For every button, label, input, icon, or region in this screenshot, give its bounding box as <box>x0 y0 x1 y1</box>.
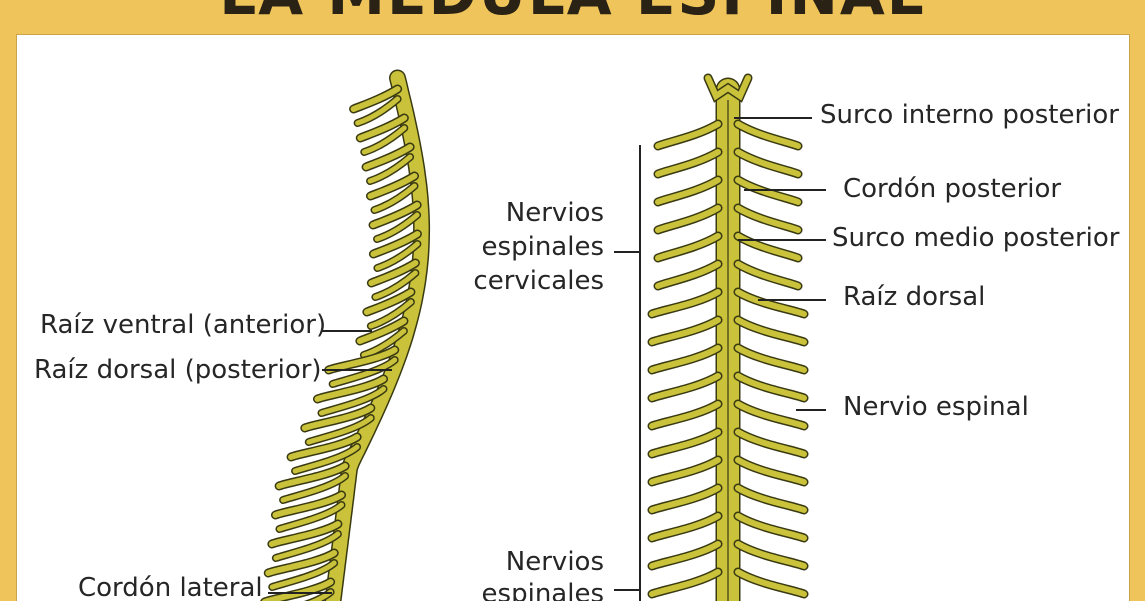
lateral-root-ventral-9 <box>328 356 399 388</box>
cord-top-cut <box>703 73 753 103</box>
left-nerve-10 <box>647 399 723 431</box>
left-nerve-5 <box>653 259 723 291</box>
right-nerve-0 <box>733 119 803 151</box>
right-nerve-7 <box>733 315 809 347</box>
right-nerve-8 <box>733 343 809 375</box>
left-nerve-12 <box>647 455 723 487</box>
lateral-root-ventral-4 <box>373 211 422 243</box>
right-nerve-11 <box>733 427 809 459</box>
label-cordon-posterior: Cordón posterior <box>843 174 1062 204</box>
left-nerve-6 <box>647 287 723 319</box>
title-banner: LA MÉDULA ESPINAL <box>0 0 1145 34</box>
label-cervicales: cervicales <box>473 266 604 296</box>
lateral-root-ventral-0 <box>353 95 402 127</box>
label-cordon-lateral: Cordón lateral <box>78 573 263 601</box>
lateral-root-ventral-11 <box>304 414 375 446</box>
right-nerve-13 <box>733 483 809 515</box>
right-nerve-12 <box>733 455 809 487</box>
lateral-root-ventral-3 <box>370 182 419 214</box>
lateral-root-dorsal-16 <box>263 548 339 578</box>
lateral-root-dorsal-8 <box>355 316 409 346</box>
label-surco-medio-posterior: Surco medio posterior <box>832 223 1120 253</box>
lateral-root-dorsal-10 <box>312 374 388 404</box>
lateral-root-ventral-13 <box>279 472 350 504</box>
left-nerve-3 <box>653 203 723 235</box>
lateral-root-ventral-1 <box>360 124 409 156</box>
label-nervio-espinal: Nervio espinal <box>843 392 1029 422</box>
lateral-root-dorsal-9 <box>324 345 400 375</box>
lateral-root-dorsal-11 <box>300 403 376 433</box>
lateral-cord-body <box>324 69 431 601</box>
label-surco-interno-posterior: Surco interno posterior <box>820 100 1119 130</box>
label-nervios-1: Nervios <box>505 198 604 228</box>
left-nerve-0 <box>653 119 723 151</box>
left-nerve-1 <box>653 147 723 179</box>
label-espinales-2: espinales <box>481 579 604 601</box>
left-nerve-4 <box>653 231 723 263</box>
lateral-root-ventral-8 <box>359 327 408 359</box>
right-nerve-6 <box>733 287 809 319</box>
lateral-root-dorsal-6 <box>366 258 420 288</box>
label-raiz-ventral: Raíz ventral (anterior) <box>40 310 327 340</box>
label-espinales-1: espinales <box>481 232 604 262</box>
lateral-root-dorsal-0 <box>349 84 403 114</box>
diagram-panel <box>16 34 1130 601</box>
lateral-root-ventral-2 <box>366 153 415 185</box>
right-nerve-16 <box>733 567 809 599</box>
lateral-root-ventral-14 <box>275 501 346 533</box>
right-nerve-10 <box>733 399 809 431</box>
label-raiz-dorsal-posterior: Raíz dorsal (posterior) <box>34 355 322 385</box>
right-nerve-15 <box>733 539 809 571</box>
lateral-root-dorsal-7 <box>362 287 416 317</box>
left-border <box>0 0 16 601</box>
lateral-root-ventral-16 <box>268 559 339 591</box>
lateral-root-ventral-10 <box>317 385 388 417</box>
right-nerve-2 <box>733 175 803 207</box>
lateral-root-dorsal-12 <box>286 432 362 462</box>
left-nerve-11 <box>647 427 723 459</box>
lateral-root-dorsal-2 <box>361 142 415 172</box>
right-nerve-9 <box>733 371 809 403</box>
lateral-root-dorsal-4 <box>368 200 422 230</box>
lateral-root-ventral-17 <box>303 588 335 601</box>
label-raiz-dorsal: Raíz dorsal <box>843 282 986 312</box>
left-nerve-14 <box>647 511 723 543</box>
right-nerve-14 <box>733 511 809 543</box>
lateral-root-dorsal-5 <box>368 229 422 259</box>
left-nerve-7 <box>647 315 723 347</box>
left-nerve-2 <box>653 175 723 207</box>
label-nervios-2: Nervios <box>505 547 604 577</box>
right-nerve-1 <box>733 147 803 179</box>
right-border <box>1128 0 1145 601</box>
lateral-root-ventral-12 <box>291 443 362 475</box>
lateral-root-ventral-5 <box>373 240 422 272</box>
right-nerve-5 <box>733 259 803 291</box>
right-nerve-3 <box>733 203 803 235</box>
lateral-root-dorsal-15 <box>267 519 343 549</box>
lateral-root-dorsal-14 <box>270 490 346 520</box>
left-nerve-9 <box>647 371 723 403</box>
left-nerve-13 <box>647 483 723 515</box>
lateral-root-dorsal-1 <box>355 113 409 143</box>
lateral-root-dorsal-13 <box>274 461 350 491</box>
lateral-root-ventral-6 <box>371 269 420 301</box>
left-nerve-15 <box>647 539 723 571</box>
left-nerve-16 <box>647 567 723 599</box>
left-nerve-8 <box>647 343 723 375</box>
lateral-root-ventral-7 <box>366 298 415 330</box>
page-title: LA MÉDULA ESPINAL <box>0 0 1145 28</box>
lateral-root-dorsal-3 <box>365 171 419 201</box>
lateral-root-ventral-15 <box>271 530 342 562</box>
